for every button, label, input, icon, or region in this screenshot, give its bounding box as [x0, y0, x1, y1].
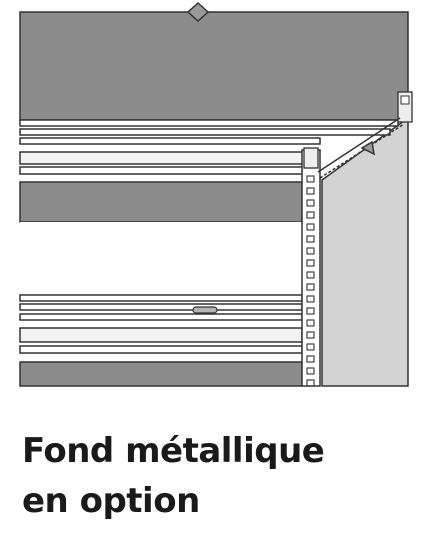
caption-line-1: Fond métallique	[22, 431, 325, 471]
back-panel-middle	[19, 181, 303, 223]
back-panel-top	[19, 11, 409, 121]
side-panel	[321, 116, 409, 387]
shelving-drawing	[19, 1, 413, 387]
upright-slot	[306, 331, 315, 339]
upright-slot	[306, 295, 315, 303]
back-panel-bottom	[19, 361, 303, 387]
upright-slot	[306, 259, 315, 267]
upright-slot	[306, 319, 315, 327]
upright-slot	[306, 343, 315, 351]
upright-slot	[306, 235, 315, 243]
caption-title: Fond métallique en option	[22, 426, 422, 526]
upright-slot	[306, 271, 315, 279]
diagonal-brace	[317, 117, 405, 179]
upright-slot	[306, 355, 315, 363]
lower-shelf	[19, 294, 303, 354]
upright-slot	[306, 379, 315, 387]
upright-slot	[306, 187, 315, 195]
upright-slot	[306, 283, 315, 291]
diamond-marker-icon	[186, 1, 210, 23]
caption-line-2: en option	[22, 481, 200, 521]
back-panel-white	[20, 222, 302, 294]
upright-slot	[306, 367, 315, 375]
upright-slot	[306, 175, 315, 183]
rear-upright	[397, 91, 413, 123]
shelf-clip-icon	[192, 306, 218, 314]
front-upright	[301, 147, 321, 387]
upright-slot	[306, 199, 315, 207]
upright-slot	[306, 211, 315, 219]
upright-slot	[306, 247, 315, 255]
upper-shelf	[19, 119, 399, 175]
upright-slot	[306, 307, 315, 315]
upright-slot	[306, 223, 315, 231]
